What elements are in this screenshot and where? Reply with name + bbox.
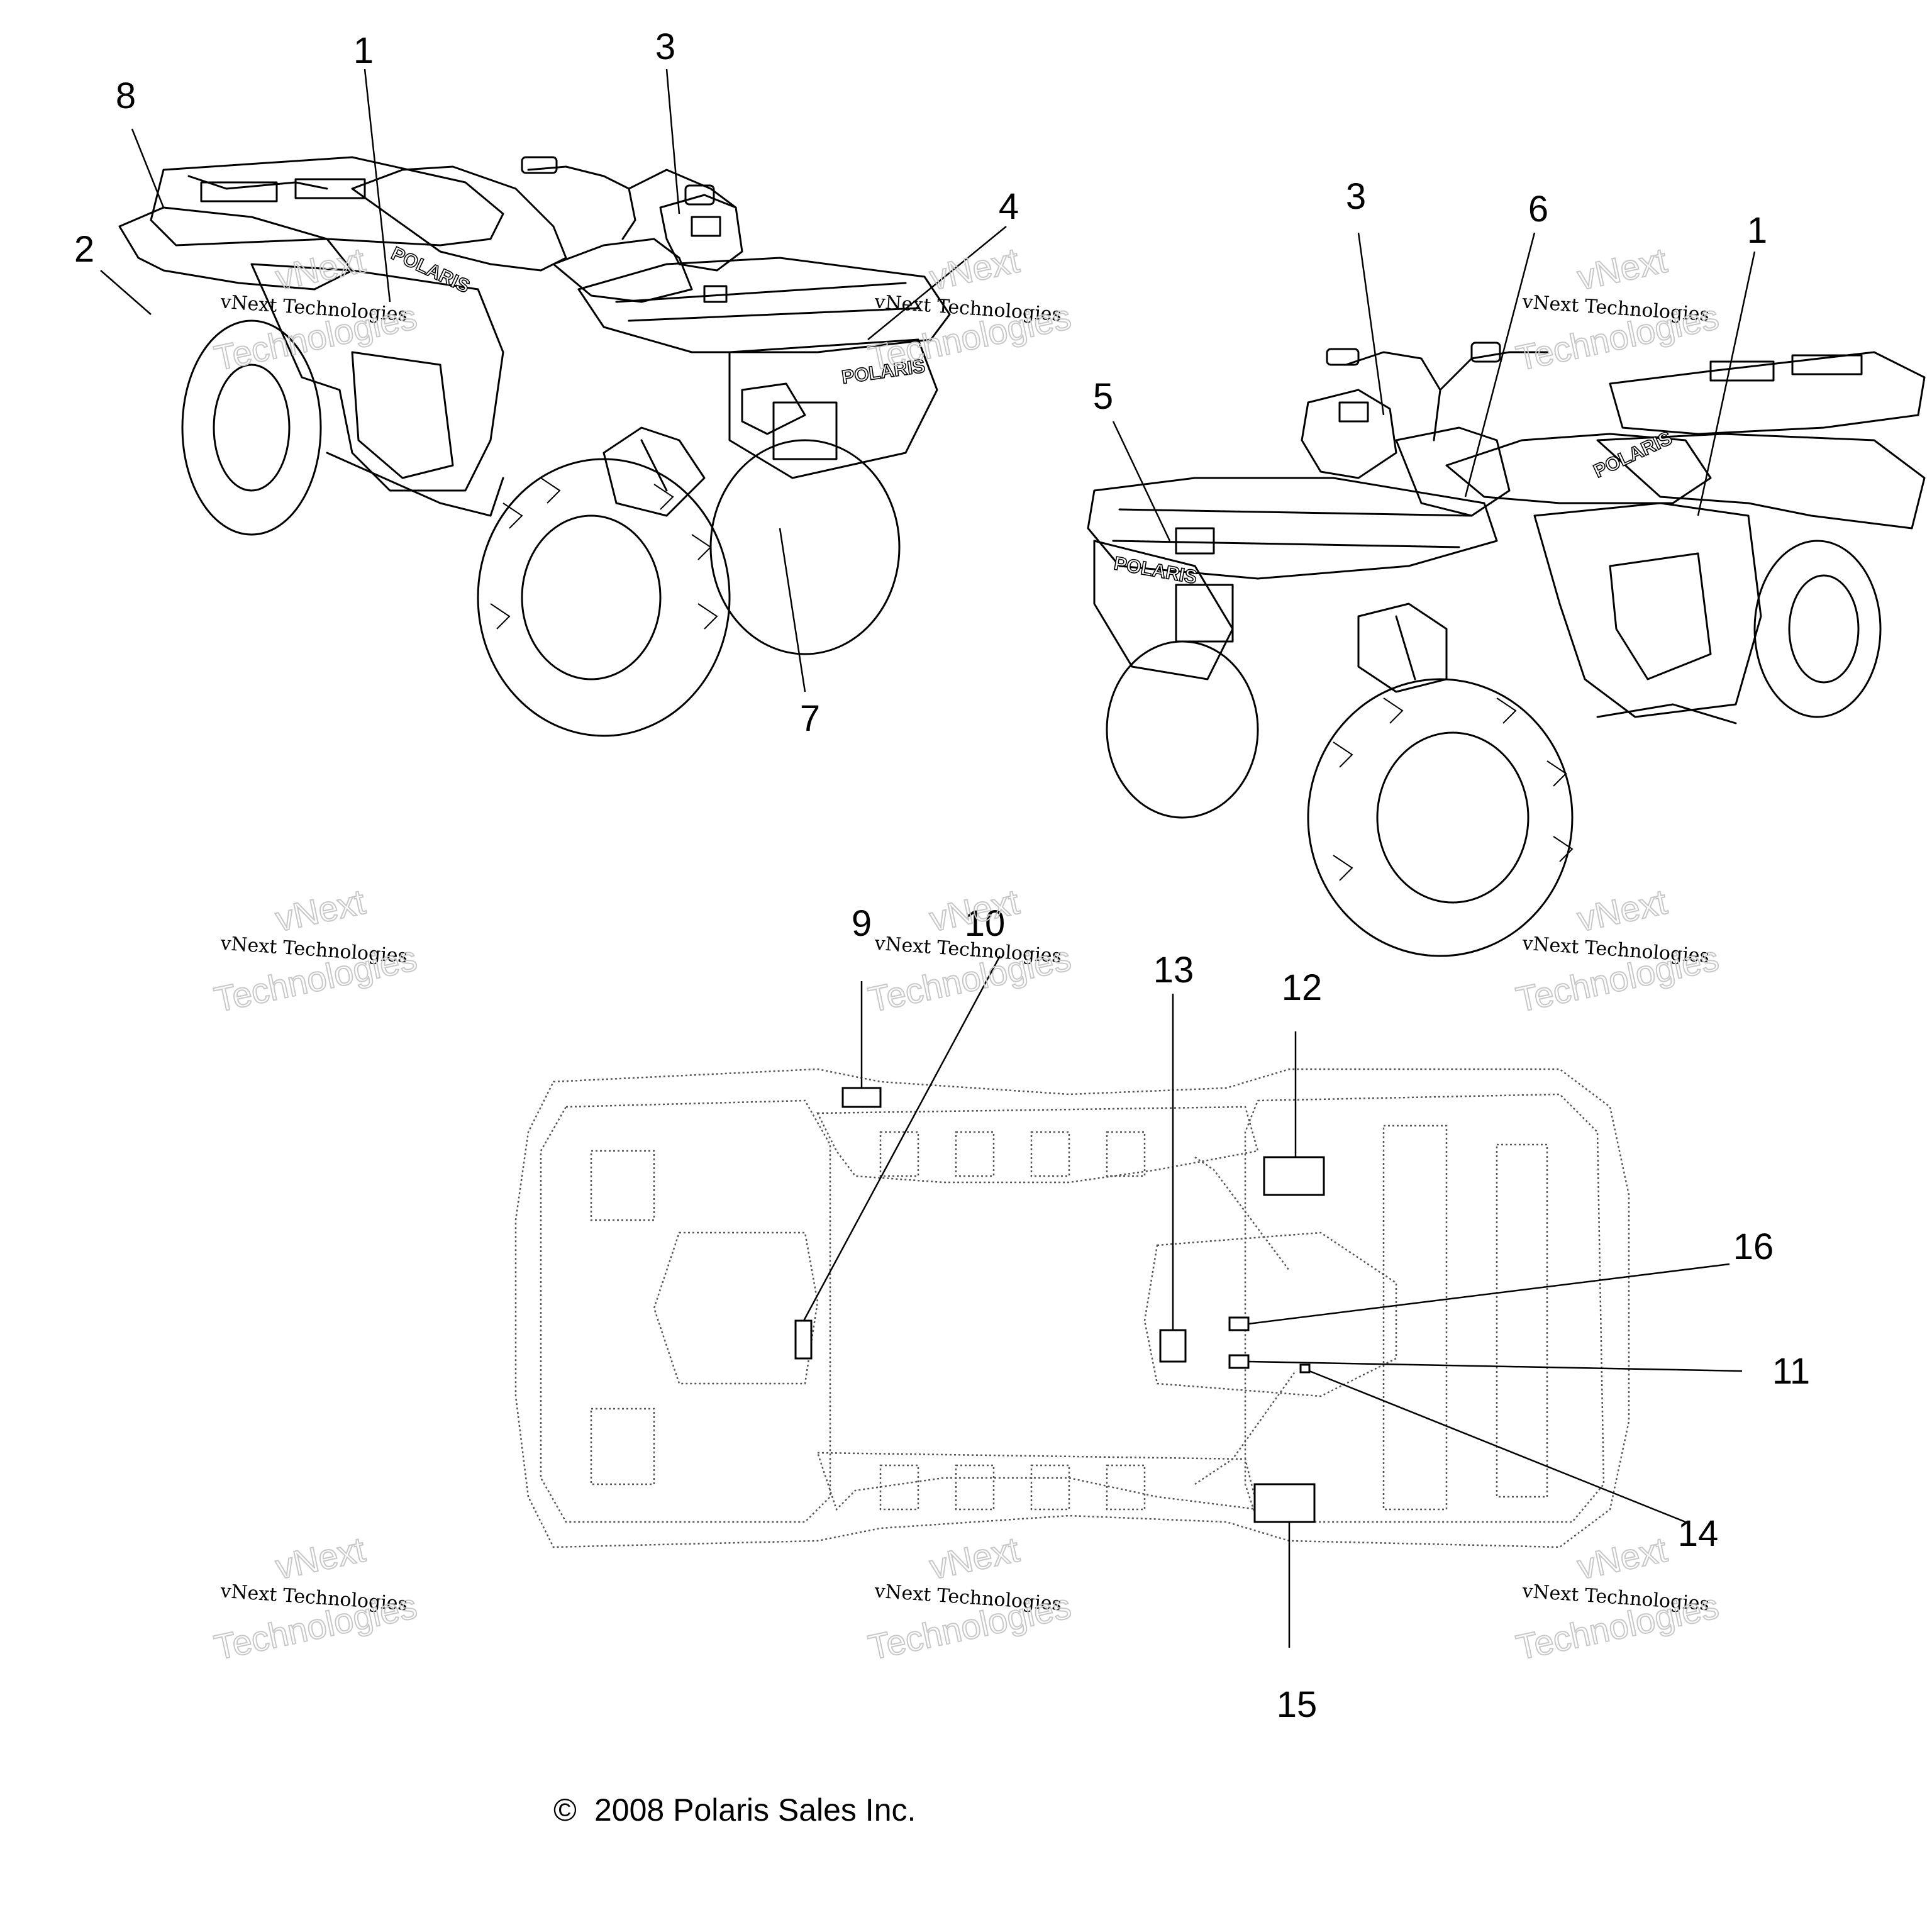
atv-left-view: POLARIS POLARIS [118, 156, 951, 737]
watermark: vNext vNext Technologies Technologies [210, 881, 421, 1021]
copyright: © 2008 Polaris Sales Inc. [553, 1792, 916, 1828]
decal-location-13 [1159, 1329, 1187, 1363]
decal-location-14 [1299, 1363, 1311, 1374]
watermark: vNext vNext Technologies Technologies [1512, 240, 1723, 379]
watermark: vNext vNext Technologies Technologies [864, 1529, 1075, 1668]
svg-text:vNext: vNext [926, 1530, 1023, 1587]
callout-7: 7 [800, 698, 820, 739]
callout-10: 10 [965, 903, 1006, 944]
callout-4: 4 [999, 186, 1019, 227]
callout-14: 14 [1678, 1513, 1719, 1554]
callout-1-right: 1 [1747, 210, 1767, 251]
watermark: vNext vNext Technologies Technologies [210, 1529, 421, 1668]
atv-right-view: POLARIS POLARIS [1087, 341, 1926, 957]
decal-location-9 [841, 1087, 882, 1108]
svg-text:vNext: vNext [926, 882, 1023, 939]
callout-9: 9 [852, 903, 872, 944]
callout-5: 5 [1093, 376, 1113, 417]
polaris-decal-left-side: POLARIS [388, 243, 473, 297]
svg-text:vNext: vNext [1574, 240, 1671, 297]
decal-location-15 [1253, 1483, 1316, 1523]
decal-location-10 [794, 1319, 813, 1360]
callout-2: 2 [74, 229, 94, 270]
svg-text:vNext: vNext [926, 240, 1023, 297]
watermarks: vNext vNext Technologies Technologies vN… [210, 240, 1723, 1668]
polaris-decal-front-right: POLARIS [1113, 553, 1199, 588]
copyright-symbol: © [553, 1792, 577, 1828]
svg-text:vNext: vNext [272, 882, 369, 939]
callout-15: 15 [1277, 1684, 1318, 1725]
watermark: vNext vNext Technologies Technologies [864, 881, 1075, 1021]
svg-text:vNext: vNext [272, 240, 369, 297]
copyright-text: 2008 Polaris Sales Inc. [594, 1792, 916, 1828]
callout-3-right: 3 [1346, 176, 1366, 217]
decal-location-11 [1228, 1354, 1250, 1369]
decal-location-12 [1263, 1156, 1325, 1196]
atv-underside-view [514, 1068, 1630, 1548]
svg-text:vNext: vNext [272, 1530, 369, 1587]
leader-lines [100, 69, 1756, 1648]
watermark: vNext vNext Technologies Technologies [864, 240, 1075, 379]
callout-8: 8 [116, 75, 136, 116]
decal-location-16 [1228, 1316, 1250, 1331]
callout-numbers: 1 3 8 2 4 7 3 6 1 5 9 10 13 12 16 11 14 … [74, 26, 1810, 1725]
callout-6: 6 [1528, 189, 1548, 230]
callout-1-left: 1 [353, 30, 374, 71]
callout-11: 11 [1772, 1351, 1810, 1392]
svg-text:vNext: vNext [1574, 1530, 1671, 1587]
callout-16: 16 [1733, 1226, 1774, 1267]
svg-text:vNext: vNext [1574, 882, 1671, 939]
callout-13: 13 [1153, 950, 1194, 991]
callout-12: 12 [1282, 967, 1323, 1008]
callout-3-left: 3 [655, 26, 675, 67]
